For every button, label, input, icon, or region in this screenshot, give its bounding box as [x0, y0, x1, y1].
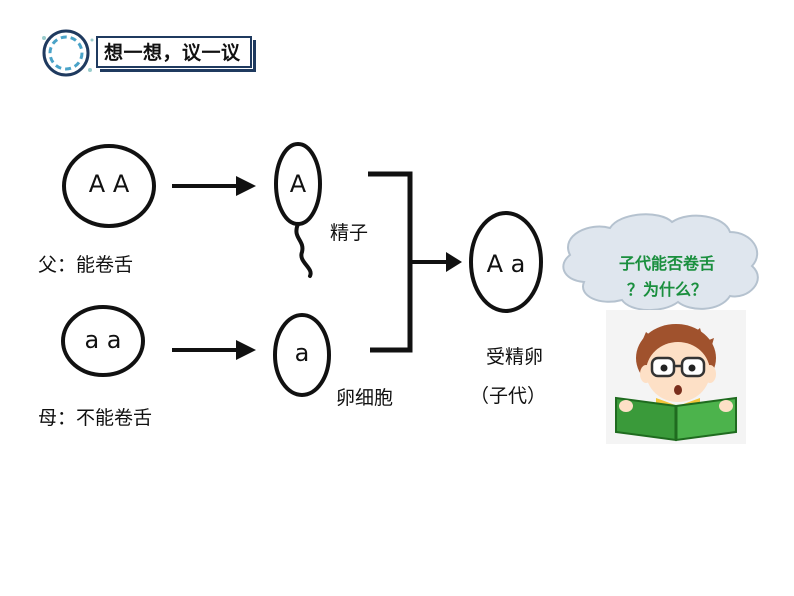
fertilization-bracket — [368, 171, 413, 353]
bubble-question-line1: 子代能否卷舌 — [618, 254, 715, 273]
father-genotype: A A — [88, 170, 130, 198]
reading-child-illustration — [606, 310, 746, 444]
arrow-head-father — [236, 176, 256, 196]
sperm-allele: A — [289, 170, 307, 198]
thought-bubble — [562, 213, 759, 312]
sperm-label: 精子 — [330, 222, 369, 244]
sperm-tail — [294, 222, 313, 278]
zygote-sublabel: （子代） — [470, 385, 547, 407]
mother-cell — [61, 305, 145, 377]
egg-allele: a — [294, 339, 310, 367]
page-title: 想一想，议一议 — [104, 42, 241, 64]
zygote-genotype: A a — [486, 250, 526, 278]
arrow-head-mother — [236, 340, 256, 360]
header-decoration — [42, 29, 94, 77]
zygote-label: 受精卵 — [486, 346, 544, 368]
arrow-head-zygote — [446, 252, 462, 272]
zygote-cell — [469, 211, 543, 313]
egg-label: 卵细胞 — [336, 387, 394, 409]
mother-label: 母：不能卷舌 — [38, 407, 153, 429]
egg-cell — [273, 313, 331, 397]
father-cell — [62, 144, 156, 228]
father-label: 父：能卷舌 — [38, 254, 134, 276]
bubble-question-line2: ？为什么？ — [626, 280, 707, 299]
mother-genotype: a a — [84, 326, 122, 354]
